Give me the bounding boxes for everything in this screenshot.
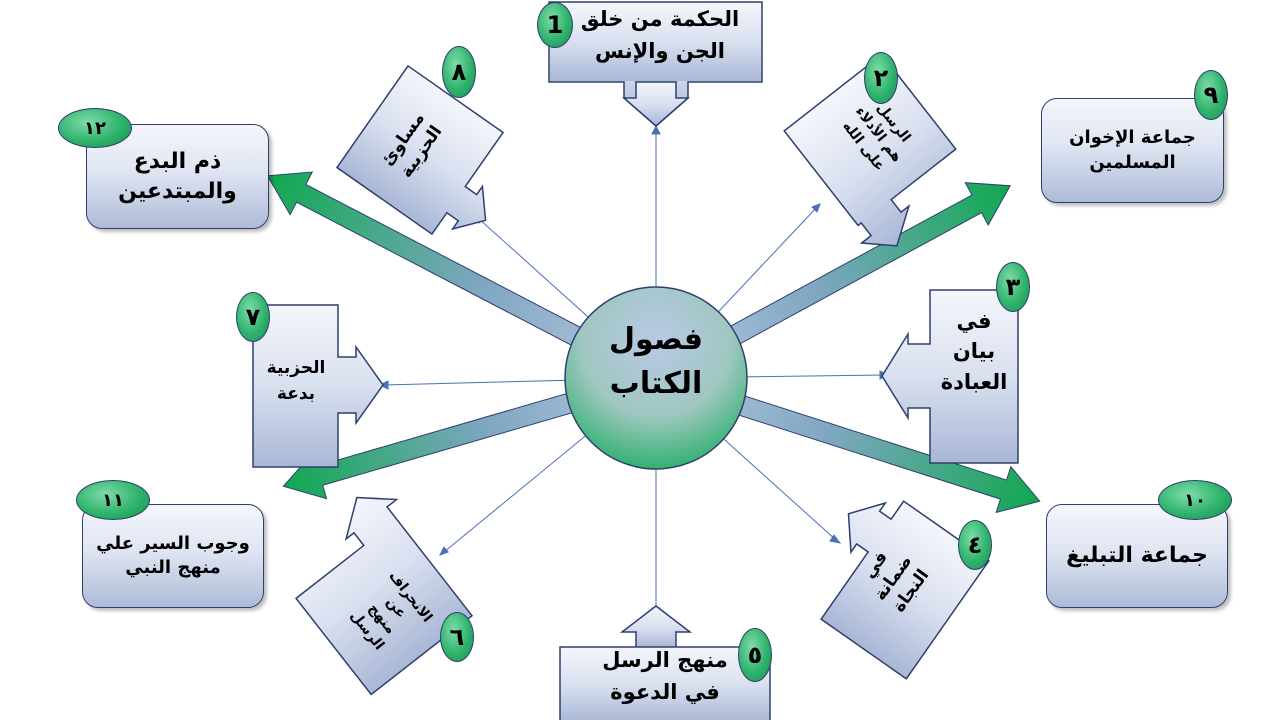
node-3-line2: بيان xyxy=(952,339,996,364)
node-1-label: الحكمة من خلق الجن والإنس xyxy=(560,4,760,67)
node-7-shape xyxy=(252,304,384,468)
node-3-line1: في xyxy=(956,309,992,333)
node-10-card: جماعة التبليغ xyxy=(1046,504,1228,608)
node-12-badge: ١٢ xyxy=(58,108,132,148)
node-1-line2: الجن والإنس xyxy=(595,38,725,63)
node-11-line2: منهج النبي xyxy=(125,557,221,578)
node-4-badge: ٤ xyxy=(958,520,992,570)
node-5-line2: في الدعوة xyxy=(610,679,720,704)
node-1-badge: 1 xyxy=(537,2,573,48)
node-7-line1: الحزبية xyxy=(266,358,326,378)
node-7-badge: ٧ xyxy=(236,292,270,342)
connector-6-head xyxy=(438,546,449,556)
node-5-line1: منهج الرسل xyxy=(602,648,728,672)
node-4-shape xyxy=(820,500,990,680)
node-6-shape xyxy=(294,496,474,696)
node-2-shape xyxy=(783,53,957,247)
connector-2-head xyxy=(811,203,821,213)
node-3-shape xyxy=(881,289,1019,464)
node-5-shape xyxy=(559,605,771,720)
node-9-line2: المسلمين xyxy=(1089,151,1176,173)
node-8-shape xyxy=(335,64,505,236)
node-5-label: منهج الرسل في الدعوة xyxy=(562,645,768,708)
node-9-card: جماعة الإخوان المسلمين xyxy=(1041,98,1224,203)
node-12-line1: ذم البدع xyxy=(133,148,222,174)
center-label: فصول الكتاب xyxy=(566,318,746,405)
node-6-badge: ٦ xyxy=(440,612,474,662)
node-10-badge: ١٠ xyxy=(1158,480,1232,520)
connector-4-head xyxy=(829,534,842,544)
node-7-label: الحزبية بدعة xyxy=(254,355,338,408)
node-1-shape xyxy=(548,1,763,127)
node-3-line3: العبادة xyxy=(940,369,1008,394)
node-10-line1: جماعة التبليغ xyxy=(1066,543,1208,569)
node-11-badge: ١١ xyxy=(76,480,150,520)
node-11-line1: وجوب السير علي xyxy=(96,532,250,554)
node-2-badge: ٢ xyxy=(864,52,898,104)
node-11-card: وجوب السير علي منهج النبي xyxy=(82,504,264,608)
node-8-badge: ٨ xyxy=(442,46,476,98)
connector-1-head xyxy=(651,124,661,135)
center-label-line1: فصول xyxy=(608,322,704,357)
center-label-line2: الكتاب xyxy=(609,365,703,401)
connector-7-head xyxy=(378,380,389,390)
node-7-line2: بدعة xyxy=(276,384,316,405)
node-12-line2: والمبتدعين xyxy=(118,178,237,204)
node-1-line1: الحكمة من خلق xyxy=(580,7,740,31)
node-3-label: في بيان العبادة xyxy=(932,306,1016,397)
node-9-line1: جماعة الإخوان xyxy=(1069,127,1196,149)
node-3-badge: ٣ xyxy=(996,262,1030,312)
node-5-badge: ٥ xyxy=(738,628,772,682)
node-9-badge: ٩ xyxy=(1194,70,1228,120)
center-circle xyxy=(564,286,748,470)
